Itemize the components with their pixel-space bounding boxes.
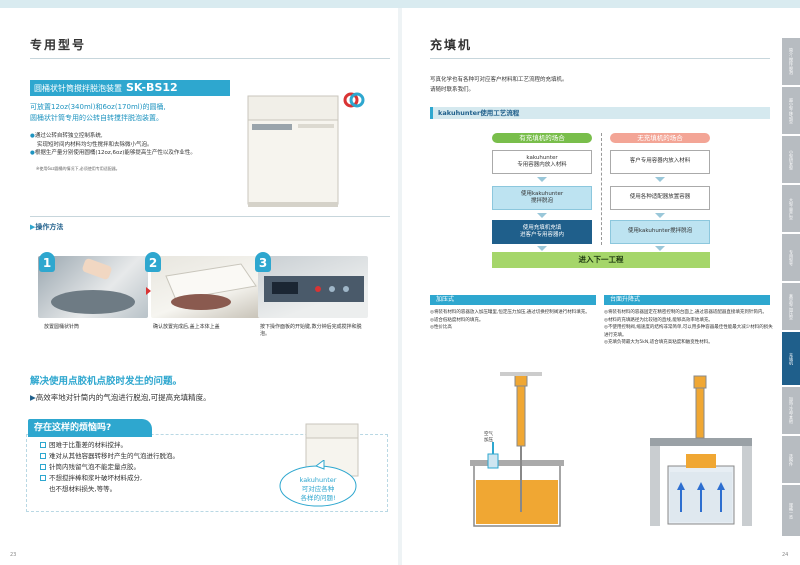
side-tab-active[interactable]: 充填机 <box>782 332 800 386</box>
lead-line: 可放置12oz(340ml)和6oz(170ml)的圆桶, <box>30 103 166 111</box>
flow-with-box: kakuhunter 专用容器内放入材料 <box>492 150 592 174</box>
side-tab[interactable]: 超小型·移动型 <box>782 87 800 135</box>
worry-list: 困难于比重差的材料搅拌。 难对从其他容器转移时产生的气泡进行脱泡。 针筒内残留气… <box>40 440 179 495</box>
pressure-method-heading: 加压式 <box>430 295 596 305</box>
feature-note: ※使用6oz圆桶的情况下,必须使用专用适配器。 <box>36 166 120 171</box>
flow-without-box: 使用各种适配器放置容器 <box>610 186 710 210</box>
step-1-photo <box>38 256 148 318</box>
right-page-number: 24 <box>782 552 789 558</box>
side-tab[interactable]: 简介·搅拌·脱泡 <box>782 38 800 86</box>
side-tab[interactable]: 规格一览 <box>782 485 800 537</box>
flow-down-arrow-icon <box>655 246 665 251</box>
problem-headline: 解决使用点胶机点胶时发生的问题。 <box>30 376 183 387</box>
pressure-method-diagram <box>470 372 564 527</box>
machine-illustration <box>247 95 339 207</box>
product-lead: 可放置12oz(340ml)和6oz(170ml)的圆桶, 圆桶状针筒专用的公转… <box>30 102 230 124</box>
ops-heading: ▶操作方法 <box>30 223 64 231</box>
feature-item: ●根据生产量分别使用圆桶(12oz,6oz)能够提高生产性以及作业性。 <box>30 150 196 156</box>
flow-without-box: 客户专用容器内放入材料 <box>610 150 710 174</box>
checkbox-icon <box>40 442 46 448</box>
product-tag: 圆桶状针筒搅拌脱泡装置 <box>34 84 122 93</box>
side-tab[interactable]: 小型研发型 <box>782 136 800 184</box>
lead-line: 圆桶状针筒专用的公转自转搅拌脱泡装置。 <box>30 114 163 122</box>
right-title-rule <box>430 58 770 59</box>
problem-subline: ▶高效率地对针筒内的气泡进行脱泡,可提高充填精度。 <box>30 393 211 402</box>
product-name-bar: 圆桶状针筒搅拌脱泡装置 SK-BS12 <box>30 80 230 96</box>
flow-with-box: 使用kakuhunter 搅拌脱泡 <box>492 186 592 210</box>
flow-down-arrow-icon <box>655 213 665 218</box>
flow-down-arrow-icon <box>537 246 547 251</box>
left-section-title: 专用型号 <box>30 38 87 52</box>
step-arrow-icon <box>146 287 151 295</box>
worry-item: 难对从其他容器转移时产生的气泡进行脱泡。 <box>40 451 179 462</box>
right-section-title: 充填机 <box>430 38 473 52</box>
lift-method-diagram <box>650 375 752 526</box>
left-title-rule <box>30 58 390 59</box>
step-2-caption: 确认放置完成后,盖上本体上盖 <box>153 324 220 330</box>
ops-rule <box>30 216 390 217</box>
lift-method-heading: 台面升降式 <box>604 295 770 305</box>
step-3-badge: 3 <box>255 252 271 272</box>
side-tab[interactable]: 选购件 <box>782 436 800 484</box>
feature-list: ●通过公转自转独立控制系统, 实现短时间内材料均匀性搅拌和去除微小气泡。 ●根据… <box>30 132 240 158</box>
brand-logo-icon <box>343 92 365 108</box>
flow-down-arrow-icon <box>537 213 547 218</box>
flow-down-arrow-icon <box>655 177 665 182</box>
flow-down-arrow-icon <box>537 177 547 182</box>
flow-with-head: 有充填机的场合 <box>492 133 592 143</box>
flow-with-box: 使用充填机充填 进客户专用容器内 <box>492 220 592 244</box>
step-2-photo <box>151 256 261 318</box>
worry-item: 针筒内残留气泡不能定量点胶。 <box>40 462 179 473</box>
worry-tab: 存在这样的烦恼吗? <box>28 419 152 437</box>
worry-item: 困难于比重差的材料搅拌。 <box>40 440 179 451</box>
top-band <box>0 0 800 8</box>
speech-bubble-icon <box>279 460 357 507</box>
left-page-number: 23 <box>10 552 17 558</box>
step-1-badge: 1 <box>39 252 55 272</box>
step-1-caption: 放置圆桶状针筒 <box>44 324 80 330</box>
flow-divider <box>601 133 602 245</box>
step-2-badge: 2 <box>145 252 161 272</box>
filler-intro: 写真化学也有各种可对应客户材料和工艺流程的充填机。请随时联系我们。 <box>430 77 568 93</box>
pressure-method-text: ◎将装有材料的容器放入加压罐里,恒定压力加压,通过切换控制阀进行材料填充。 ◎适… <box>430 310 590 330</box>
side-tab[interactable]: 大型·量产型 <box>782 185 800 233</box>
side-tab[interactable]: 专用型号 <box>782 234 800 282</box>
side-tab[interactable]: 加热·冷却·其他 <box>782 387 800 435</box>
page-gutter <box>398 8 402 565</box>
step-3-photo <box>258 256 368 318</box>
feature-item: 实现短时间内材料均匀性搅拌和去除微小气泡。 <box>37 141 153 148</box>
checkbox-icon <box>40 453 46 459</box>
lift-method-text: ◎将装有材料的容器固定在精密控制的台面上,通过容器适配器直接填充到针筒内。 ◎材… <box>604 310 773 345</box>
feature-item: ●通过公转自转独立控制系统, <box>30 133 103 139</box>
side-tab[interactable]: 真空型·加压型 <box>782 283 800 331</box>
flow-without-head: 无充填机的场合 <box>610 133 710 143</box>
product-model: SK-BS12 <box>126 81 178 94</box>
flow-heading: kakuhunter使用工艺流程 <box>430 107 770 119</box>
air-pressure-label: 空气 加压 <box>484 432 493 443</box>
checkbox-icon <box>40 464 46 470</box>
flow-without-box: 使用kakuhunter搅拌脱泡 <box>610 220 710 244</box>
checkbox-icon <box>40 475 46 481</box>
step-3-caption: 按下操作面板的开始键,数分钟后完成搅拌和脱泡。 <box>260 324 362 337</box>
worry-item: 也不想材料损失,等等。 <box>49 485 117 493</box>
worry-item: 不想搅拌棒和浆叶破坏材料成分, <box>40 473 179 484</box>
next-step-bar: 进入下一工程 <box>492 252 710 268</box>
